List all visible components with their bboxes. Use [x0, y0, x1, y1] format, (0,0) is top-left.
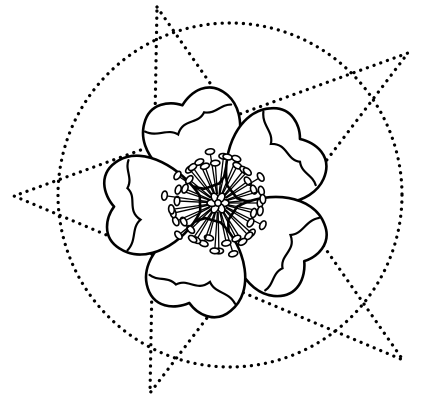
pistil-core	[215, 200, 221, 206]
stamen-filament	[218, 212, 219, 251]
stamen-anther	[161, 191, 168, 201]
stamen-anther	[205, 148, 215, 155]
stamen-anther	[260, 194, 266, 204]
stamen-anther	[168, 204, 175, 214]
stamen-anther	[210, 248, 220, 254]
stamen-anther	[210, 160, 220, 166]
